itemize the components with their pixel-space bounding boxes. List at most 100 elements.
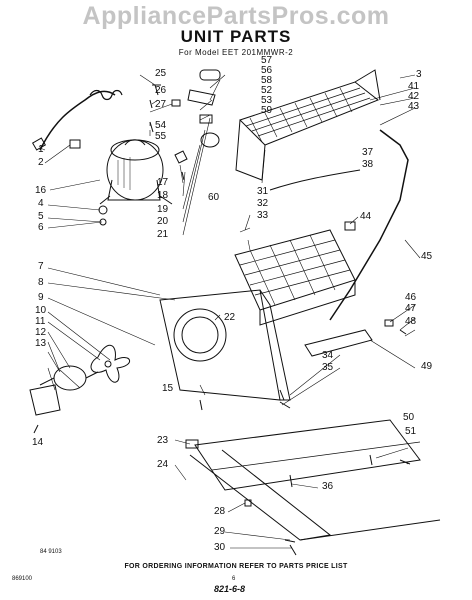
callout-59: 59	[261, 105, 273, 116]
overload-part	[200, 132, 220, 148]
callout-1: 1	[38, 144, 44, 155]
evaporator-coil	[234, 229, 356, 326]
callout-7: 7	[38, 261, 44, 272]
callout-9: 9	[38, 292, 44, 303]
callout-60: 60	[208, 192, 220, 203]
callout-42: 42	[408, 91, 420, 102]
part-34-35	[279, 389, 291, 409]
callout-43: 43	[408, 101, 420, 112]
watermark-text: AppliancePartsPros.com	[82, 2, 390, 30]
callout-5: 5	[38, 211, 44, 222]
callout-15: 15	[162, 383, 174, 394]
callout-32: 32	[257, 198, 269, 209]
callout-17: 17	[157, 177, 169, 188]
callout-6: 6	[38, 222, 44, 233]
callout-11: 11	[35, 316, 46, 327]
page-code-left: 869100	[12, 576, 33, 582]
callout-13: 13	[35, 338, 47, 349]
callout-46: 46	[405, 292, 417, 303]
screw-29-30	[284, 539, 297, 556]
callout-55: 55	[155, 131, 167, 142]
callout-52: 52	[261, 85, 273, 96]
callout-47: 47	[405, 303, 417, 314]
callout-58: 58	[261, 75, 273, 86]
callout-21: 21	[157, 229, 169, 240]
connector-part	[199, 114, 213, 124]
callout-38: 38	[362, 159, 374, 170]
callout-26: 26	[155, 85, 167, 96]
motor-bracket	[29, 384, 61, 416]
bracket-part	[187, 89, 216, 106]
callout-28: 28	[214, 506, 226, 517]
relay-part	[69, 139, 81, 149]
callout-12: 12	[35, 327, 47, 338]
callout-22: 22	[224, 312, 236, 323]
callout-31: 31	[257, 186, 269, 197]
screw-25	[152, 84, 161, 96]
fan-blade	[90, 344, 130, 383]
screw-36	[289, 474, 293, 488]
callout-25: 25	[155, 68, 167, 79]
callout-50: 50	[403, 412, 415, 423]
base-frame	[189, 419, 441, 541]
fan-shroud	[159, 289, 291, 401]
callout-2: 2	[38, 157, 44, 168]
screw-28	[244, 499, 252, 507]
callout-51: 51	[405, 426, 417, 437]
callout-18: 18	[157, 190, 169, 201]
callout-19: 19	[157, 204, 169, 215]
diagram-title: UNIT PARTS	[180, 27, 292, 46]
screw-50-51	[369, 454, 411, 466]
part-17-21	[174, 150, 188, 181]
drain-trough	[304, 329, 373, 357]
callout-8: 8	[38, 277, 44, 288]
callout-29: 29	[214, 526, 226, 537]
callout-53: 53	[261, 95, 273, 106]
callout-27: 27	[155, 99, 167, 110]
page-number: 6	[232, 576, 236, 582]
callout-23: 23	[157, 435, 169, 446]
callout-10: 10	[35, 305, 47, 316]
callout-49: 49	[421, 361, 433, 372]
model-subtitle: For Model EET 201MMWR-2	[178, 48, 294, 57]
callout-24: 24	[157, 459, 169, 470]
callout-57: 57	[261, 55, 273, 66]
callout-34: 34	[322, 350, 334, 361]
handwritten-code: 821-6-8	[214, 584, 246, 594]
compressor	[99, 139, 173, 205]
figure-code: 84 9103	[40, 549, 62, 555]
callout-37: 37	[362, 147, 374, 158]
drain-tube	[329, 129, 409, 321]
callout-3: 3	[416, 69, 422, 80]
callout-16: 16	[35, 185, 47, 196]
callout-54: 54	[155, 120, 167, 131]
capacitor-part	[199, 69, 221, 81]
grommet	[98, 205, 108, 215]
power-cord-coil	[89, 89, 123, 101]
screw-26	[149, 99, 153, 109]
suction-tube	[269, 169, 361, 191]
screw-14-15	[33, 399, 203, 434]
clip-parts	[384, 319, 407, 335]
leader-lines	[39, 74, 421, 549]
part-44	[344, 221, 356, 231]
ordering-info-note: FOR ORDERING INFORMATION REFER TO PARTS …	[124, 563, 348, 570]
callout-36: 36	[322, 481, 334, 492]
roller-23	[185, 439, 199, 449]
cord-plug	[31, 137, 47, 151]
callout-44: 44	[360, 211, 372, 222]
power-cord	[39, 90, 116, 151]
callout-45: 45	[421, 251, 433, 262]
callout-33: 33	[257, 210, 269, 221]
callout-41: 41	[408, 81, 420, 92]
callout-56: 56	[261, 65, 273, 76]
callout-4: 4	[38, 198, 44, 209]
callout-14: 14	[32, 437, 44, 448]
part-54	[149, 121, 154, 133]
callout-20: 20	[157, 216, 169, 227]
callout-48: 48	[405, 316, 417, 327]
callout-30: 30	[214, 542, 226, 553]
callout-35: 35	[322, 362, 334, 373]
condenser-coil	[235, 69, 381, 181]
